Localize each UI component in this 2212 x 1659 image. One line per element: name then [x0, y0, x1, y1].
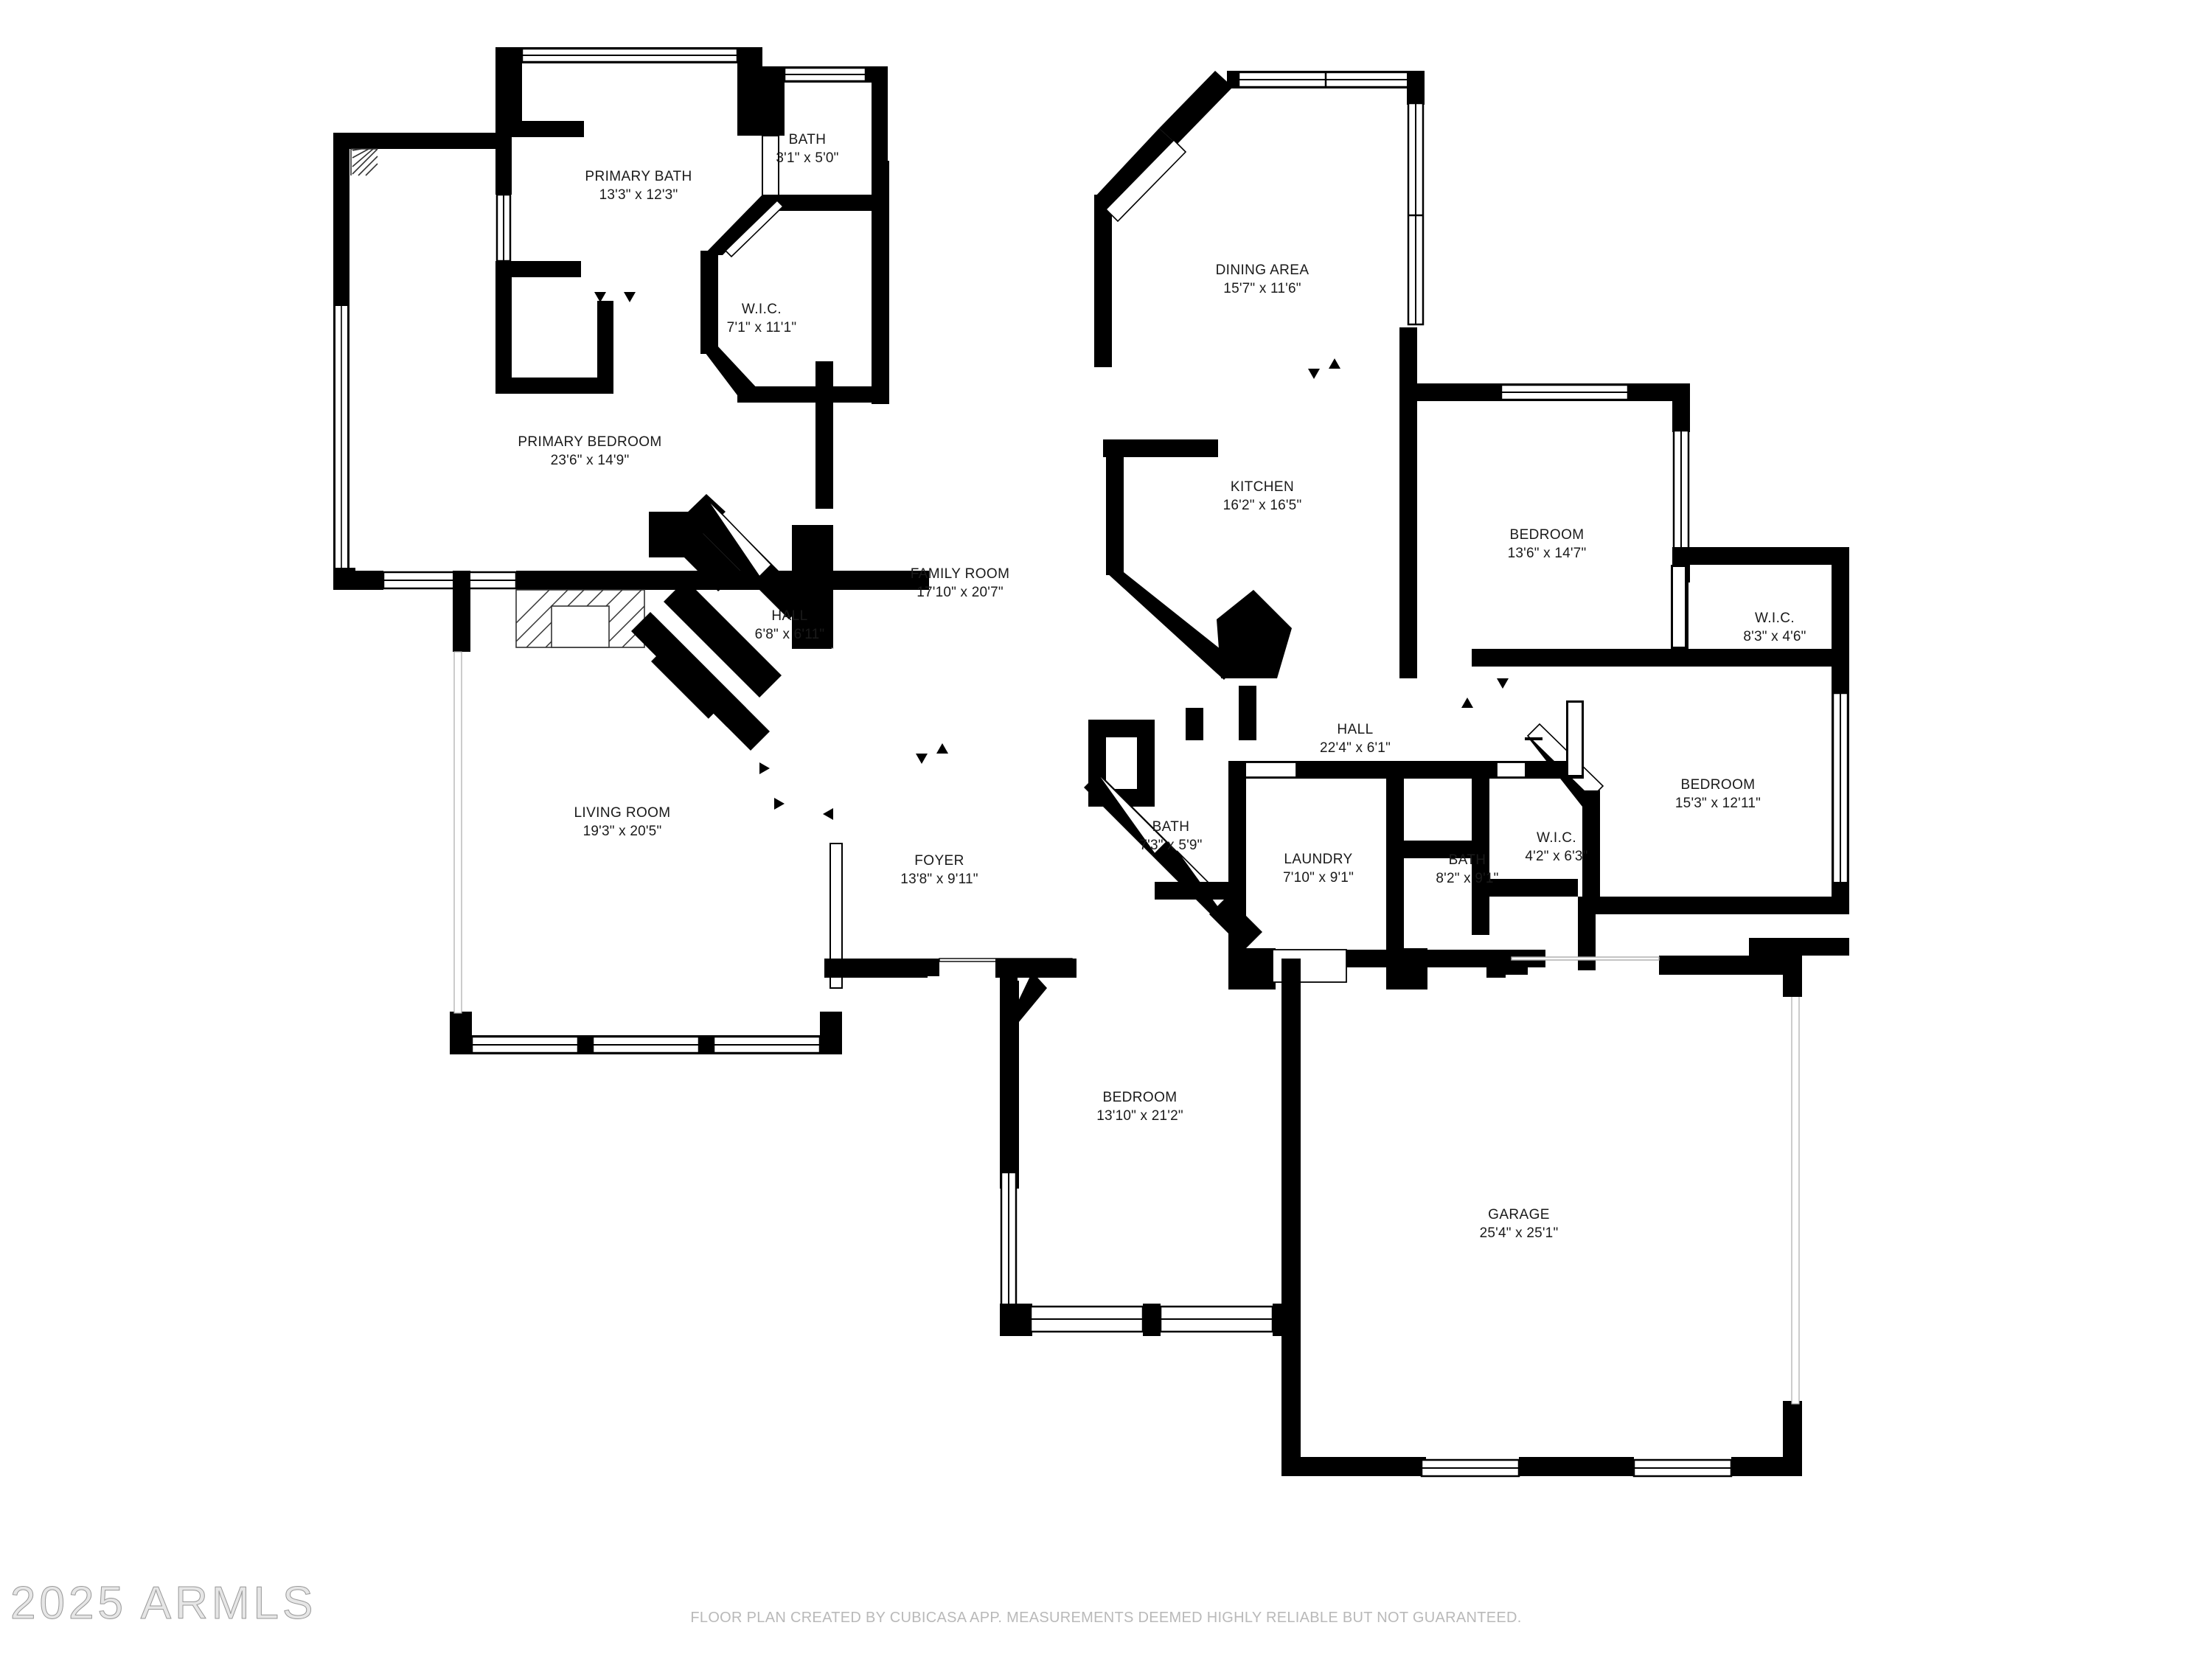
room-label-bedroom-east: BEDROOM 15'3" x 12'11" [1675, 776, 1761, 813]
room-name: W.I.C. [1754, 611, 1795, 626]
room-dimensions: 25'4" x 25'1" [1479, 1225, 1559, 1241]
room-label-wic-primary: W.I.C. 7'1" x 11'1" [727, 301, 797, 337]
room-name: BEDROOM [1509, 527, 1585, 543]
room-name: W.I.C. [1536, 830, 1577, 846]
footer-disclaimer: FLOOR PLAN CREATED BY CUBICASA APP. MEAS… [690, 1610, 1522, 1626]
room-name: HALL [1337, 722, 1374, 737]
room-name: LIVING ROOM [574, 805, 671, 821]
room-name: BATH [1448, 852, 1486, 868]
room-label-bath-hall: BATH 7'3" x 5'9" [1139, 818, 1202, 855]
room-dimensions: 7'10" x 9'1" [1282, 869, 1354, 886]
room-name: PRIMARY BEDROOM [518, 434, 662, 450]
room-dimensions: 3'1" x 5'0" [776, 150, 839, 166]
room-name: BATH [788, 132, 827, 147]
room-name: BEDROOM [1680, 777, 1756, 793]
room-dimensions: 13'3" x 12'3" [599, 187, 678, 203]
room-dimensions: 23'6" x 14'9" [550, 452, 630, 468]
room-label-dining-area: DINING AREA 15'7" x 11'6" [1216, 262, 1310, 298]
room-dimensions: 8'3" x 4'6" [1743, 628, 1806, 644]
room-dimensions: 4'2" x 6'3" [1525, 848, 1588, 864]
room-name: PRIMARY BATH [585, 169, 692, 184]
room-dimensions: 15'7" x 11'6" [1223, 280, 1301, 296]
room-dimensions: 15'3" x 12'11" [1674, 795, 1761, 811]
room-dimensions: 8'2" x 9'1" [1436, 870, 1499, 886]
room-name: W.I.C. [741, 302, 782, 317]
room-name: DINING AREA [1215, 262, 1310, 278]
room-dimensions: 6'8" x 6'11" [754, 626, 825, 642]
room-label-bath-primary: BATH 3'1" x 5'0" [776, 131, 838, 167]
room-dimensions: 7'1" x 11'1" [726, 319, 797, 335]
room-dimensions: 7'3" x 5'9" [1139, 837, 1203, 853]
room-dimensions: 13'10" x 21'2" [1096, 1107, 1183, 1124]
armls-watermark: 2025 ARMLS [10, 1578, 317, 1630]
room-label-primary-bedroom: PRIMARY BEDROOM 23'6" x 14'9" [518, 434, 661, 470]
room-label-primary-bath: PRIMARY BATH 13'3" x 12'3" [585, 168, 692, 204]
room-label-living-room: LIVING ROOM 19'3" x 20'5" [574, 804, 670, 841]
room-name: FAMILY ROOM [910, 566, 1010, 582]
room-label-laundry: LAUNDRY 7'10" x 9'1" [1283, 851, 1354, 887]
room-dimensions: 16'2" x 16'5" [1222, 497, 1302, 513]
room-label-bedroom-north: BEDROOM 13'6" x 14'7" [1508, 526, 1587, 563]
room-name: KITCHEN [1230, 479, 1295, 495]
room-label-bedroom-south: BEDROOM 13'10" x 21'2" [1096, 1089, 1183, 1125]
room-label-foyer: FOYER 13'8" x 9'11" [900, 852, 978, 888]
room-label-family-room: FAMILY ROOM 17'10" x 20'7" [911, 566, 1010, 602]
room-label-hall-primary: HALL 6'8" x 6'11" [755, 608, 825, 644]
room-label-bath-jack: BATH 8'2" x 9'1" [1436, 852, 1498, 888]
dimension-tick-markers [594, 292, 1509, 820]
room-label-hall-main: HALL 22'4" x 6'1" [1320, 721, 1391, 757]
room-name: FOYER [914, 853, 964, 869]
room-label-garage: GARAGE 25'4" x 25'1" [1480, 1206, 1559, 1242]
room-label-wic-north: W.I.C. 8'3" x 4'6" [1743, 610, 1806, 646]
room-name: BATH [1152, 819, 1190, 835]
room-dimensions: 17'10" x 20'7" [917, 584, 1004, 600]
room-dimensions: 13'6" x 14'7" [1507, 545, 1587, 561]
room-dimensions: 22'4" x 6'1" [1319, 740, 1391, 756]
room-name: BEDROOM [1102, 1090, 1178, 1105]
room-label-kitchen: KITCHEN 16'2" x 16'5" [1223, 479, 1302, 515]
room-name: HALL [771, 608, 808, 624]
room-name: GARAGE [1488, 1207, 1550, 1222]
walls-layer [333, 47, 1849, 1478]
room-dimensions: 19'3" x 20'5" [582, 823, 662, 839]
room-name: LAUNDRY [1284, 852, 1353, 867]
room-label-wic-east: W.I.C. 4'2" x 6'3" [1525, 830, 1587, 866]
room-dimensions: 13'8" x 9'11" [900, 871, 978, 887]
